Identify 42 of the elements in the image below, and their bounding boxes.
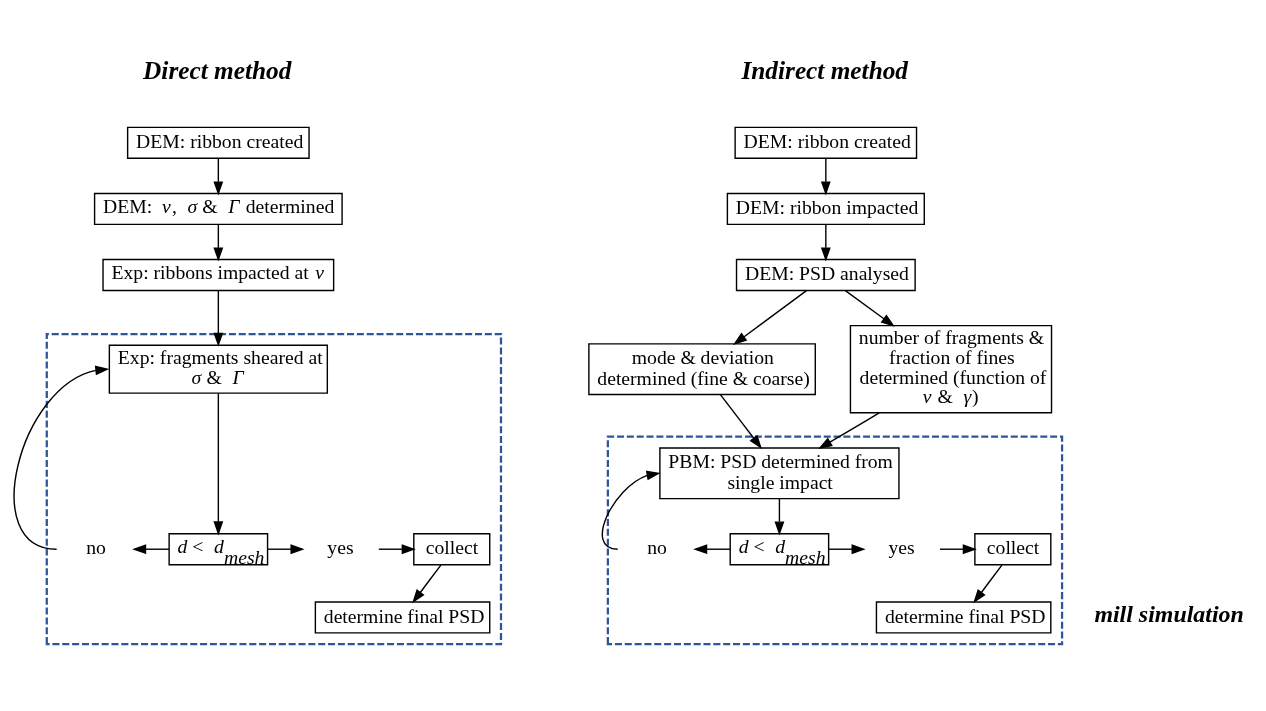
arrow — [939, 544, 977, 555]
node-box: number of fragments & fraction of fines determined (function of v & γ) — [849, 324, 1053, 414]
node-box: DEM: ribbon created — [126, 126, 310, 159]
node-box: PBM: PSD determined from single impact — [659, 447, 900, 500]
arrow — [13, 365, 110, 550]
arrow — [820, 158, 831, 196]
node-box: Exp: fragments sheared at σ & Γ — [108, 344, 329, 394]
arrow — [818, 412, 880, 449]
arrow — [774, 497, 785, 536]
node-box: determine final PSD — [314, 601, 491, 634]
arrow — [820, 224, 831, 262]
arrow — [213, 290, 224, 347]
node-text: no — [86, 536, 106, 559]
arrow — [719, 393, 762, 450]
node-box: DEM: ribbon created — [734, 126, 918, 159]
node-box: DEM: ribbon impacted — [726, 192, 925, 226]
node-box: collect — [413, 533, 491, 566]
node-box: DEM: v, σ & Γ determined — [93, 192, 343, 226]
arrow — [693, 544, 731, 555]
arrow — [132, 544, 170, 555]
arrow — [973, 564, 1003, 604]
arrow — [266, 544, 305, 555]
node-text: no — [647, 536, 667, 559]
arrow — [733, 290, 808, 345]
node-box: DEM: PSD analysed — [735, 258, 916, 292]
node-box: determine final PSD — [875, 601, 1052, 634]
arrow — [827, 544, 866, 555]
arrow — [844, 290, 895, 327]
node-text: yes — [327, 536, 354, 559]
label: Indirect method — [741, 55, 908, 84]
node-box: mode & deviation determined (fine & coarse) — [588, 343, 816, 396]
label: mill simulation — [1094, 600, 1244, 627]
arrow — [601, 470, 661, 550]
arrow — [213, 158, 224, 196]
node-box: collect — [974, 533, 1052, 566]
arrow — [213, 224, 224, 262]
label: Direct method — [143, 55, 292, 84]
node-box: Exp: ribbons impacted at v — [102, 258, 335, 292]
arrow — [213, 392, 224, 536]
node-text: yes — [888, 536, 915, 559]
arrow — [412, 564, 442, 604]
arrow — [378, 544, 416, 555]
